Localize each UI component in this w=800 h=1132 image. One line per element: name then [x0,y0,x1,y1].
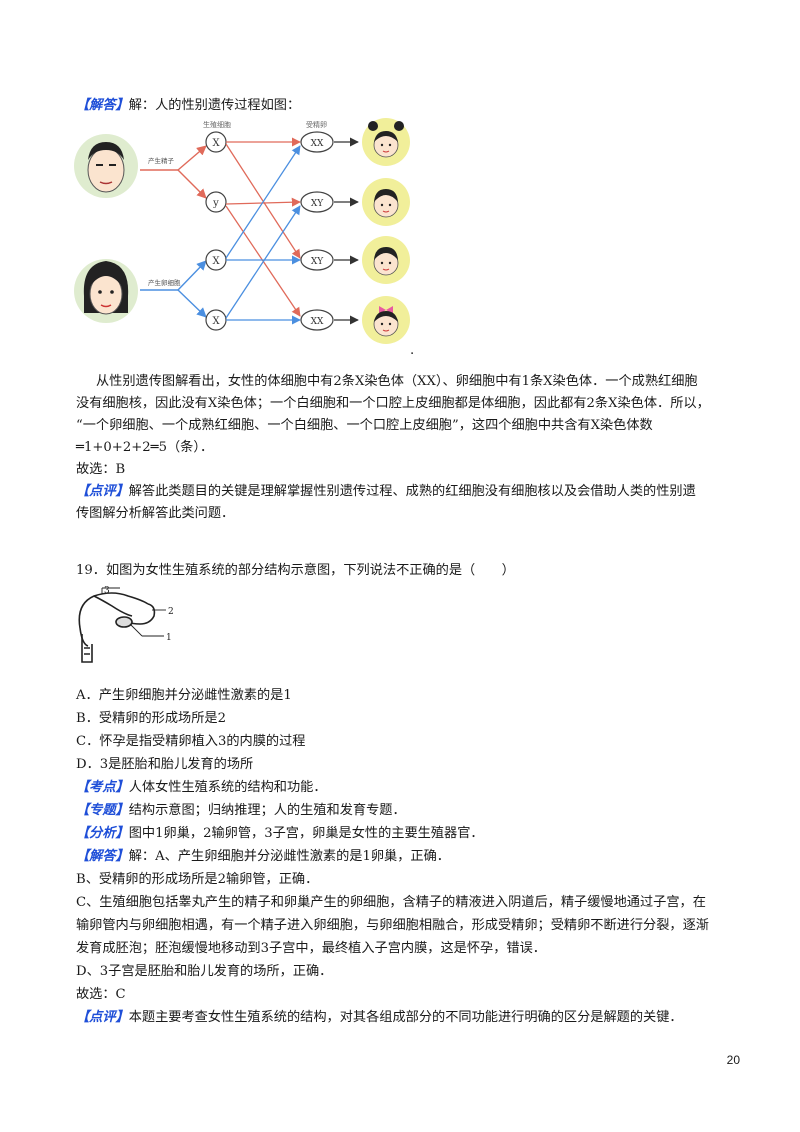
explanation-line-2: 没有细胞核，因此没有X染色体；一个白细胞和一个口腔上皮细胞都是体细胞，因此都有2… [76,396,710,411]
answer-line: 【解答】解：人的性别遗传过程如图： [76,97,300,115]
female-reproductive-diagram: 3 2 1 [78,586,174,663]
option-c: C．怀孕是指受精卵植入3的内膜的过程 [76,734,306,749]
boy-face-icon-2 [362,236,410,284]
option-d: D．3是胚胎和胎儿发育的场所 [76,757,254,772]
zygote-xy-1: XY [300,191,334,213]
gamete-y-father: y [205,191,227,213]
zhuanti-tag: 【专题】 [76,803,129,818]
option-b: B．受精卵的形成场所是2 [76,711,226,726]
svg-text:X: X [212,138,220,149]
explanation-line-1: 从性别遗传图解看出，女性的体细胞中有2条X染色体（XX）、卵细胞中有1条X染色体… [96,374,698,389]
answer-intro: 解：人的性别遗传过程如图： [128,98,301,113]
fig-label-2: 2 [168,607,174,617]
header-fertilized-egg: 受精卵 [306,120,327,129]
diagram-trailing-dot: . [410,343,415,358]
sex-inheritance-diagram: 生殖细胞 受精卵 产生精子 产生卵细胞 [74,118,410,344]
jieda-line-c3: 发育成胚泡；胚泡缓慢地移动到3子宫中，最终植入子宫内膜，这是怀孕，错误． [76,941,546,956]
zygote-xx-1: XX [300,131,334,153]
gamete-x-mother-1: X [205,249,227,271]
svg-text:XX: XX [311,139,324,149]
girl-face-icon [362,118,410,166]
mother-face-icon [74,259,138,323]
answer-tag: 【解答】 [76,98,129,113]
fig-label-3: 3 [104,586,110,596]
gamete-x-father: X [205,131,227,153]
girl-face-icon-2 [362,296,410,344]
review-19-tag: 【点评】 [76,1010,129,1025]
review-tag: 【点评】 [76,484,129,499]
svg-text:X: X [212,316,220,327]
svg-text:XY: XY [311,199,324,209]
boy-face-icon [362,178,410,226]
answer-choice-18: 故选：B [76,462,126,477]
zygote-xy-2: XY [300,249,334,271]
question-19: 19．如图为女性生殖系统的部分结构示意图，下列说法不正确的是（ ） [76,563,515,578]
review-19-line: 【点评】本题主要考查女性生殖系统的结构，对其各组成部分的不同功能进行明确的区分是… [76,1010,683,1025]
explanation-line-3: “一个卵细胞、一个成熟红细胞、一个白细胞、一个口腔上皮细胞”，这四个细胞中共含有… [76,418,653,433]
label-father: 产生精子 [148,156,175,165]
zygote-xx-2: XX [300,309,334,331]
jieda-line-c1: C、生殖细胞包括睾丸产生的精子和卵巢产生的卵细胞，含精子的精液进入阴道后，精子缓… [76,895,706,910]
kaodian-line: 【考点】人体女性生殖系统的结构和功能． [76,780,327,795]
jieda-line-d: D、3子宫是胚胎和胎儿发育的场所，正确． [76,964,333,979]
label-mother: 产生卵细胞 [148,278,181,287]
fig-label-1: 1 [166,633,172,643]
header-sperm-cell: 生殖细胞 [203,120,231,129]
option-a: A．产生卵细胞并分泌雌性激素的是1 [76,688,292,703]
jieda-line-a: 【解答】解：A、产生卵细胞并分泌雌性激素的是1卵巢，正确． [76,849,450,864]
page-number: 20 [726,1053,740,1067]
explanation-line-4: ═1+0+2+2═5（条）． [76,440,214,455]
fenxi-tag: 【分析】 [76,826,129,841]
gamete-x-mother-2: X [205,309,227,331]
review-line-1: 【点评】解答此类题目的关键是理解掌握性别遗传过程、成熟的红细胞没有细胞核以及会借… [76,484,696,499]
jieda-line-b: B、受精卵的形成场所是2输卵管，正确． [76,872,319,887]
svg-text:XY: XY [311,257,324,267]
zhuanti-line: 【专题】结构示意图；归纳推理；人的生殖和发育专题． [76,803,406,818]
jieda-tag: 【解答】 [76,849,129,864]
svg-text:X: X [212,256,220,267]
jieda-line-c2: 输卵管内与卵细胞相遇，有一个精子进入卵细胞，与卵细胞相融合，形成受精卵；受精卵不… [76,918,709,933]
review-line-2: 传图解分析解答此类问题． [76,506,235,521]
svg-text:XX: XX [311,317,324,327]
svg-text:y: y [212,198,219,209]
father-face-icon [74,134,138,198]
kaodian-tag: 【考点】 [76,780,129,795]
answer-choice-19: 故选：C [76,987,126,1002]
fenxi-line: 【分析】图中1卵巢，2输卵管，3子宫，卵巢是女性的主要生殖器官． [76,826,484,841]
